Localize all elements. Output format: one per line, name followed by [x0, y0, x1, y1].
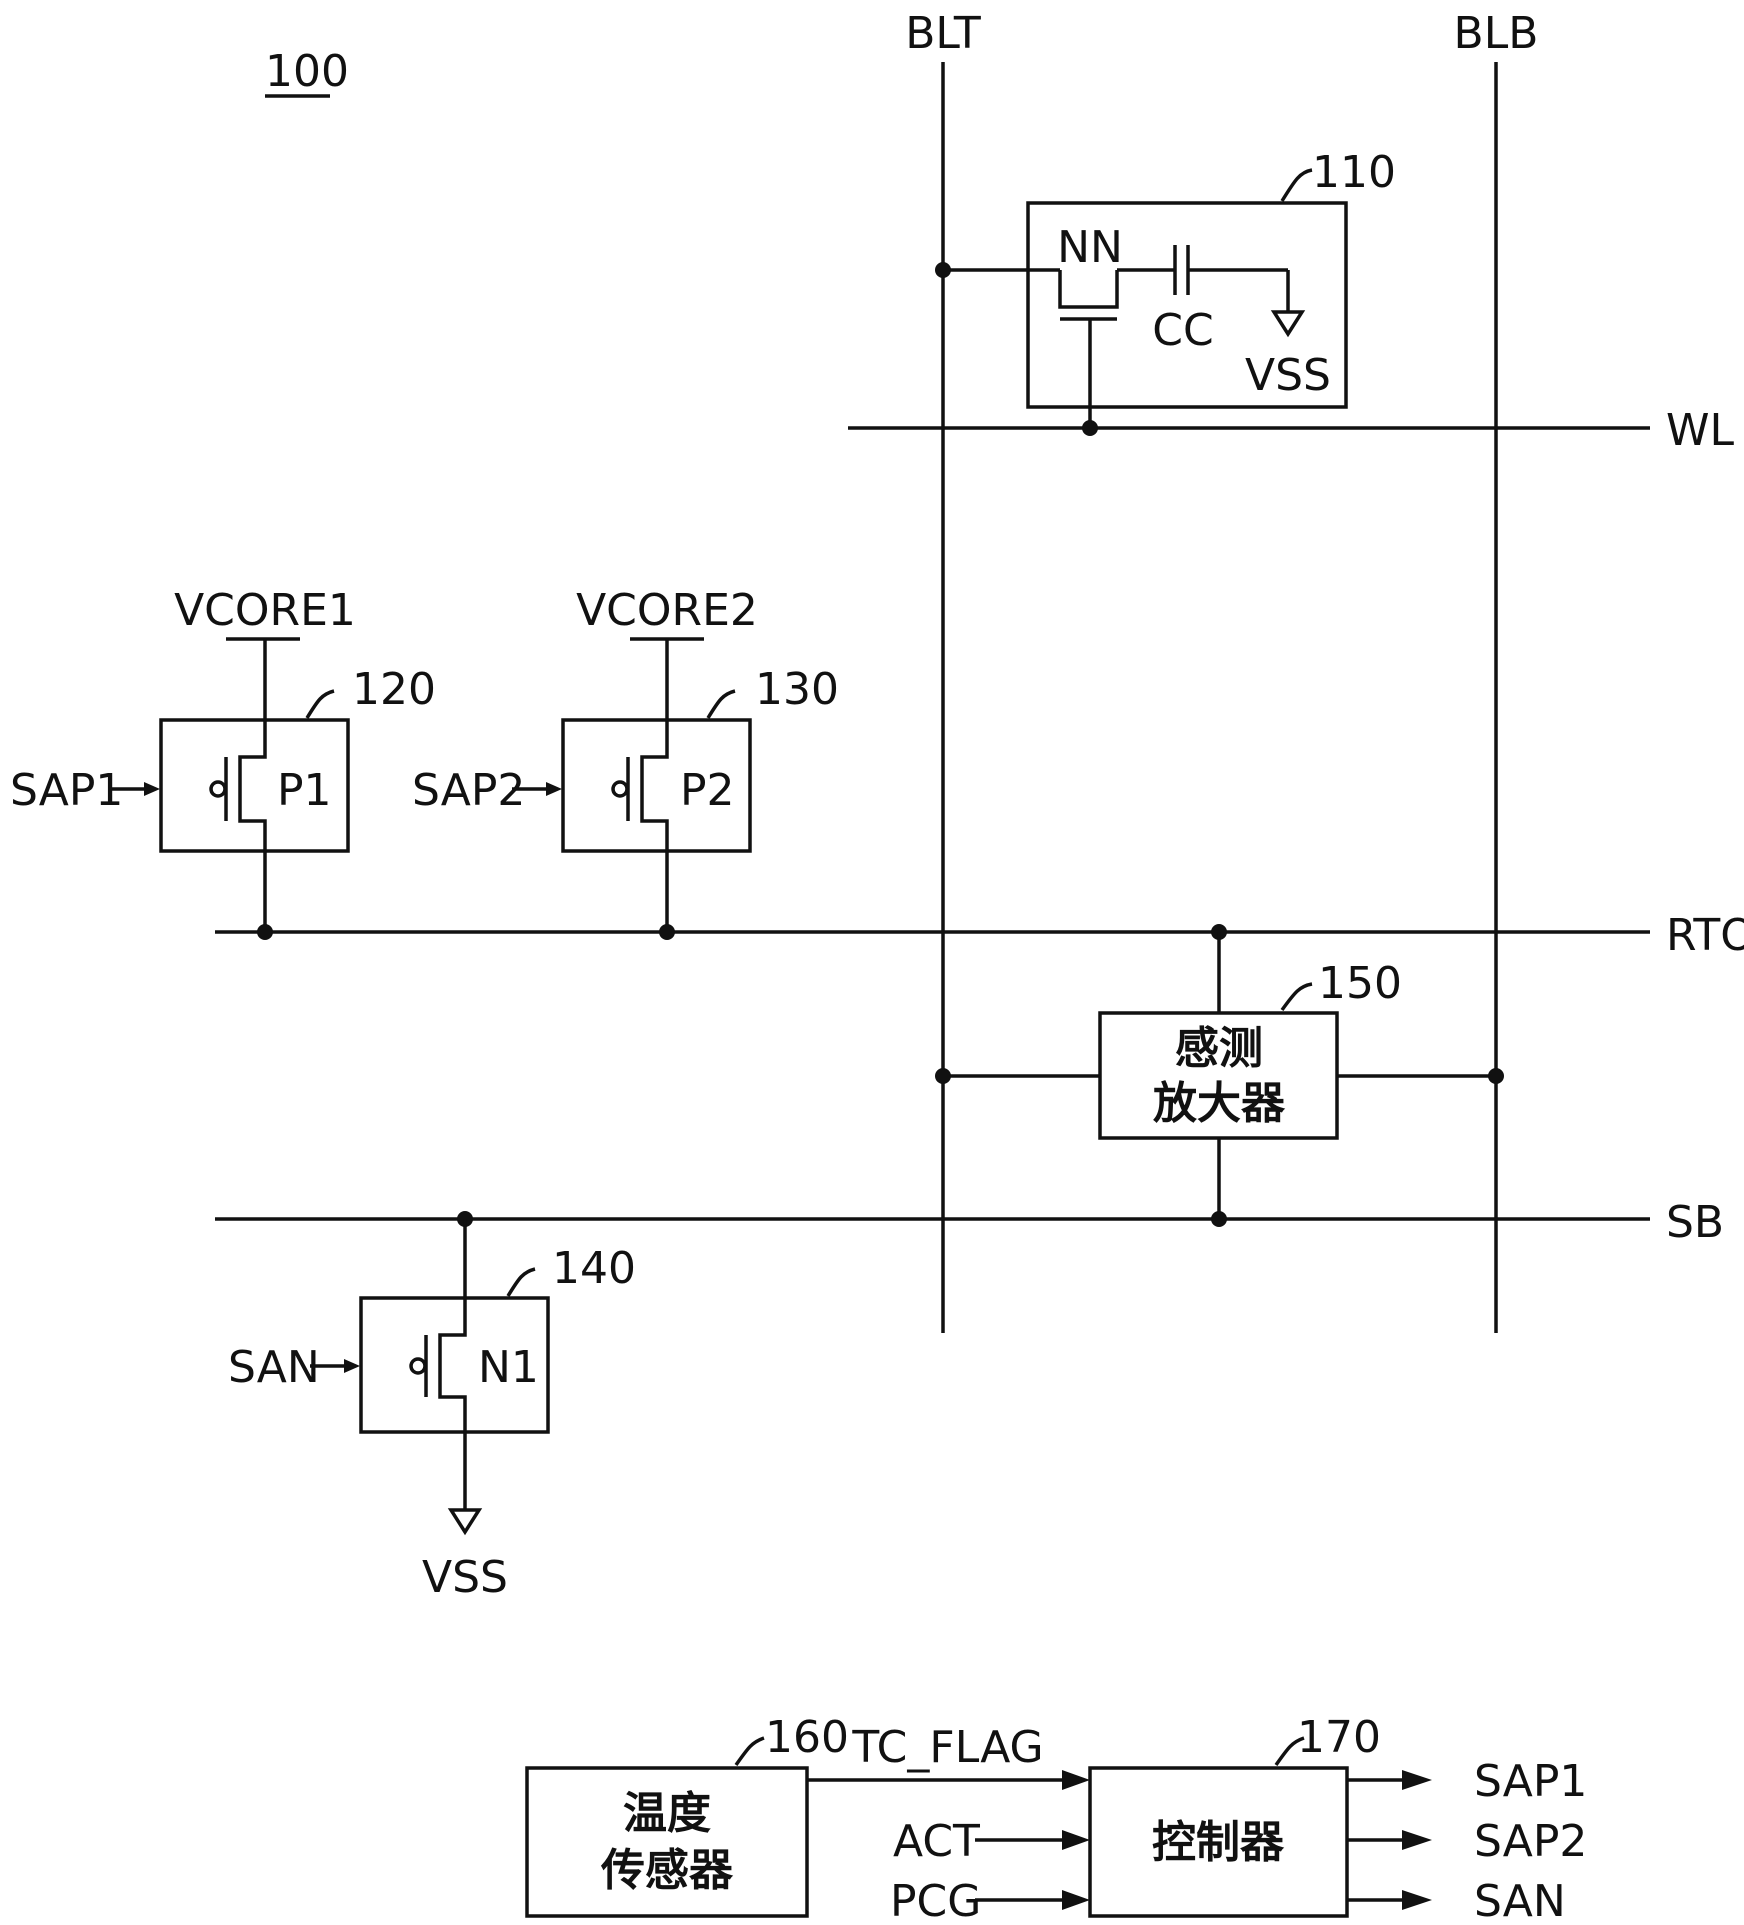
output-sap2-label: SAP2 [1474, 1816, 1587, 1867]
rto-line: RTO [215, 910, 1744, 961]
temp-sensor-line1: 温度 [623, 1788, 711, 1839]
controller-ref: 170 [1297, 1712, 1381, 1763]
blb-label: BLB [1454, 8, 1539, 59]
nn-label: NN [1057, 222, 1123, 273]
ground-icon [1270, 270, 1306, 338]
nmos-transistor-nn: NN [1057, 222, 1123, 428]
tc-flag-label: TC_FLAG [851, 1722, 1043, 1773]
pcg-signal: PCG [890, 1876, 1090, 1925]
blt-label: BLT [905, 8, 981, 59]
sense-amp-ref: 150 [1318, 958, 1402, 1009]
pull-down-block-140: 140 N1 SAN VSS [228, 1211, 636, 1603]
pull-up-block-120: VCORE1 120 P1 SAP1 [10, 585, 436, 940]
pull-up-block-130: VCORE2 130 P2 SAP2 [412, 585, 839, 940]
memory-cell-ref: 110 [1312, 147, 1396, 198]
pull-up-120-ref: 120 [352, 664, 436, 715]
controller-170: 170 控制器 [1088, 1712, 1381, 1918]
act-signal: ACT [893, 1816, 1090, 1867]
output-san-label: SAN [1474, 1876, 1566, 1925]
sb-line: SB [215, 1197, 1724, 1248]
sense-amp-line2: 放大器 [1153, 1078, 1286, 1129]
cc-label: CC [1152, 305, 1213, 356]
cell-vss-label: VSS [1245, 350, 1331, 401]
temp-sensor-ref: 160 [765, 1712, 849, 1763]
pull-up-130-ref: 130 [755, 664, 839, 715]
sap2-input-label: SAP2 [412, 765, 525, 816]
n1-label: N1 [478, 1342, 539, 1393]
output-sap1-label: SAP1 [1474, 1756, 1587, 1807]
figure-number: 100 [265, 46, 349, 97]
bit-line-blt: BLT [905, 8, 981, 1333]
act-label: ACT [893, 1816, 980, 1867]
bit-line-blb: BLB [1454, 8, 1539, 1333]
vcore2-label: VCORE2 [576, 585, 758, 636]
sense-amp-line1: 感测 [1175, 1023, 1263, 1074]
capacitor-cc: CC [1117, 245, 1288, 356]
tc-flag-signal: TC_FLAG [807, 1722, 1090, 1790]
vcore1-label: VCORE1 [174, 585, 356, 636]
memory-cell-110: 110 NN CC VSS [935, 147, 1396, 436]
controller-label: 控制器 [1152, 1817, 1285, 1868]
ground-icon [447, 1508, 483, 1536]
p2-label: P2 [680, 765, 735, 816]
sense-amplifier-150: 150 感测 放大器 [935, 924, 1504, 1227]
pmos-transistor-p1: P1 [209, 720, 332, 932]
sap1-input-label: SAP1 [10, 765, 123, 816]
temp-sensor-line2: 传感器 [600, 1845, 734, 1896]
wl-label: WL [1666, 405, 1735, 456]
vss-label: VSS [422, 1552, 508, 1603]
san-input-label: SAN [228, 1342, 320, 1393]
controller-output-san: SAN [1347, 1876, 1566, 1925]
pcg-label: PCG [890, 1876, 981, 1925]
word-line-wl: WL [848, 405, 1735, 456]
controller-output-sap2: SAP2 [1347, 1816, 1587, 1867]
sb-label: SB [1666, 1197, 1724, 1248]
pmos-transistor-p2: P2 [611, 720, 735, 932]
controller-output-sap1: SAP1 [1347, 1756, 1587, 1807]
pull-down-140-ref: 140 [552, 1243, 636, 1294]
rto-label: RTO [1666, 910, 1744, 961]
temperature-sensor-160: 160 温度 传感器 [525, 1712, 849, 1918]
p1-label: P1 [277, 765, 332, 816]
transistor-n1: N1 [409, 1298, 539, 1510]
